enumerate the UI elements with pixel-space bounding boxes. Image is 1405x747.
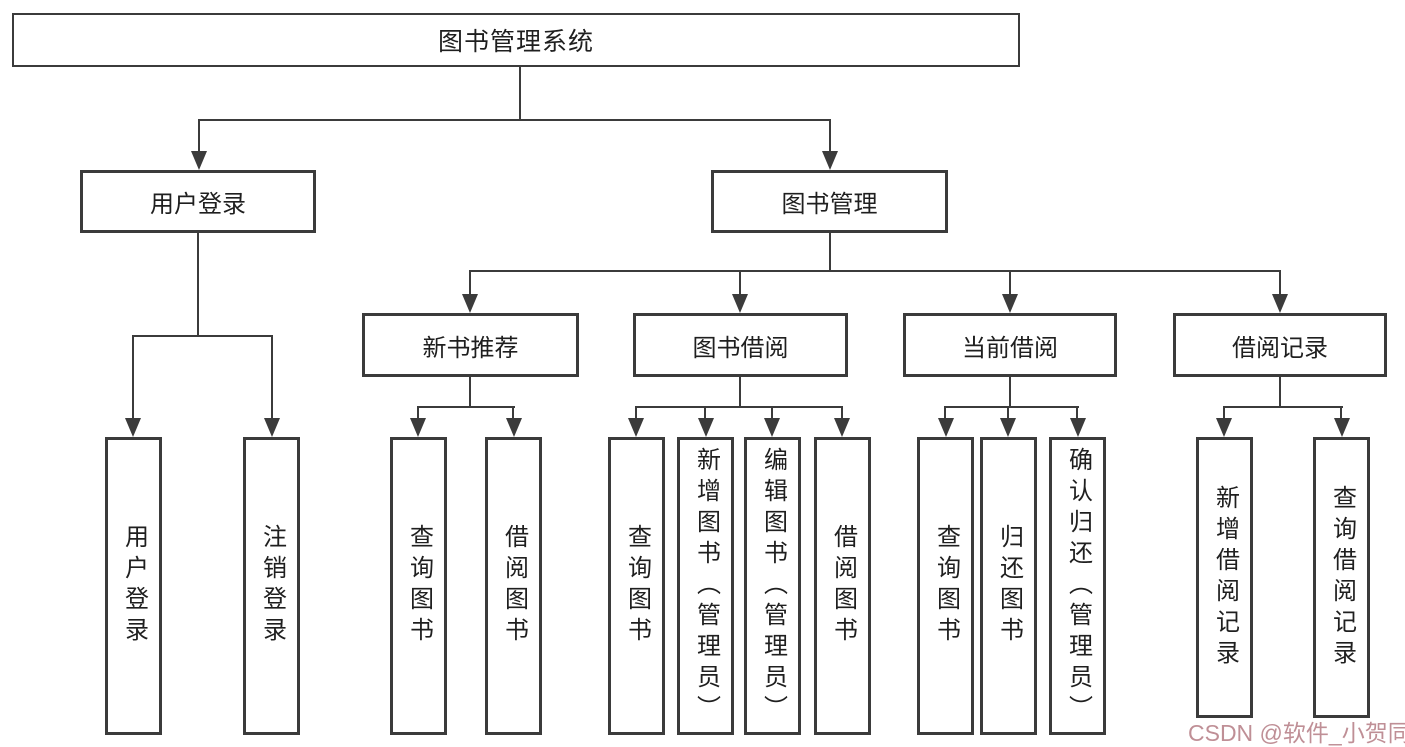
node-library-management-system: 图书管理系统 — [12, 13, 1020, 67]
node-book-borrow: 图书借阅 — [633, 313, 848, 377]
arrowhead-book-borrow — [732, 294, 748, 313]
leaf-query-borrow-record: 查询借阅记录 — [1313, 437, 1370, 718]
node-user-login: 用户登录 — [80, 170, 316, 233]
connector-book-management-stem — [829, 233, 831, 272]
connector-book-management-split — [469, 270, 1281, 272]
connector-to-leaf-add-books — [704, 406, 706, 419]
connector-user-login-stem — [197, 233, 199, 337]
connector-user-login-split — [132, 335, 273, 337]
arrowhead-leaf-edit-books — [764, 418, 780, 437]
connector-borrow-records-stem — [1279, 377, 1281, 408]
node-new-book-recommend: 新书推荐 — [362, 313, 579, 377]
connector-to-current-borrow — [1009, 270, 1011, 296]
connector-root-split — [198, 119, 831, 121]
connector-borrow-records-split — [1223, 406, 1343, 408]
csdn-watermark: CSDN @软件_小贺同学 — [1188, 720, 1405, 746]
arrowhead-leaf-borrow-books-2 — [834, 418, 850, 437]
connector-to-leaf-borrow-books-2 — [841, 406, 843, 419]
arrowhead-current-borrow — [1002, 294, 1018, 313]
connector-to-leaf-edit-books — [771, 406, 773, 419]
arrowhead-leaf-query-books-1 — [410, 418, 426, 437]
connector-to-leaf-confirm-return — [1076, 406, 1078, 419]
connector-to-leaf-add-borrow-record — [1223, 406, 1225, 419]
connector-to-leaf-logout — [271, 335, 273, 419]
arrowhead-leaf-query-books-3 — [938, 418, 954, 437]
leaf-borrow-books-recommend: 借阅图书 — [485, 437, 542, 735]
arrowhead-new-book-recommend — [462, 294, 478, 313]
arrowhead-book-management — [822, 151, 838, 170]
arrowhead-leaf-query-borrow-record — [1334, 418, 1350, 437]
connector-to-leaf-return-books — [1007, 406, 1009, 419]
arrowhead-borrow-records — [1272, 294, 1288, 313]
connector-to-user-login — [198, 119, 200, 152]
arrowhead-user-login — [191, 151, 207, 170]
connector-to-borrow-records — [1279, 270, 1281, 296]
leaf-return-books: 归还图书 — [980, 437, 1037, 735]
connector-to-leaf-query-books-3 — [944, 406, 946, 419]
connector-new-book-recommend-stem — [469, 377, 471, 408]
leaf-add-books-admin: 新增图书（管理员） — [677, 437, 734, 735]
leaf-edit-books-admin: 编辑图书（管理员） — [744, 437, 801, 735]
arrowhead-leaf-user-login — [125, 418, 141, 437]
connector-current-borrow-split — [944, 406, 1079, 408]
connector-root-stem — [519, 66, 521, 120]
connector-to-leaf-query-books-1 — [417, 406, 419, 419]
arrowhead-leaf-logout — [264, 418, 280, 437]
node-borrow-records: 借阅记录 — [1173, 313, 1387, 377]
arrowhead-leaf-return-books — [1000, 418, 1016, 437]
connector-to-new-book-recommend — [469, 270, 471, 296]
node-current-borrow: 当前借阅 — [903, 313, 1117, 377]
leaf-query-books-current: 查询图书 — [917, 437, 974, 735]
arrowhead-leaf-borrow-books-1 — [506, 418, 522, 437]
connector-to-leaf-user-login — [132, 335, 134, 419]
leaf-query-books-borrow: 查询图书 — [608, 437, 665, 735]
node-book-management: 图书管理 — [711, 170, 948, 233]
arrowhead-leaf-add-borrow-record — [1216, 418, 1232, 437]
arrowhead-leaf-confirm-return — [1070, 418, 1086, 437]
leaf-confirm-return-admin: 确认归还（管理员） — [1049, 437, 1106, 735]
leaf-logout: 注销登录 — [243, 437, 300, 735]
connector-to-book-borrow — [739, 270, 741, 296]
connector-to-book-management — [829, 119, 831, 152]
leaf-add-borrow-record: 新增借阅记录 — [1196, 437, 1253, 718]
connector-current-borrow-stem — [1009, 377, 1011, 408]
leaf-user-login: 用户登录 — [105, 437, 162, 735]
arrowhead-leaf-add-books — [698, 418, 714, 437]
arrowhead-leaf-query-books-2 — [628, 418, 644, 437]
connector-book-borrow-split — [635, 406, 843, 408]
connector-to-leaf-borrow-books-1 — [512, 406, 514, 419]
connector-new-book-recommend-split — [417, 406, 515, 408]
leaf-query-books-recommend: 查询图书 — [390, 437, 447, 735]
connector-to-leaf-query-books-2 — [635, 406, 637, 419]
connector-to-leaf-query-borrow-record — [1340, 406, 1342, 419]
leaf-borrow-books: 借阅图书 — [814, 437, 871, 735]
connector-book-borrow-stem — [739, 377, 741, 408]
